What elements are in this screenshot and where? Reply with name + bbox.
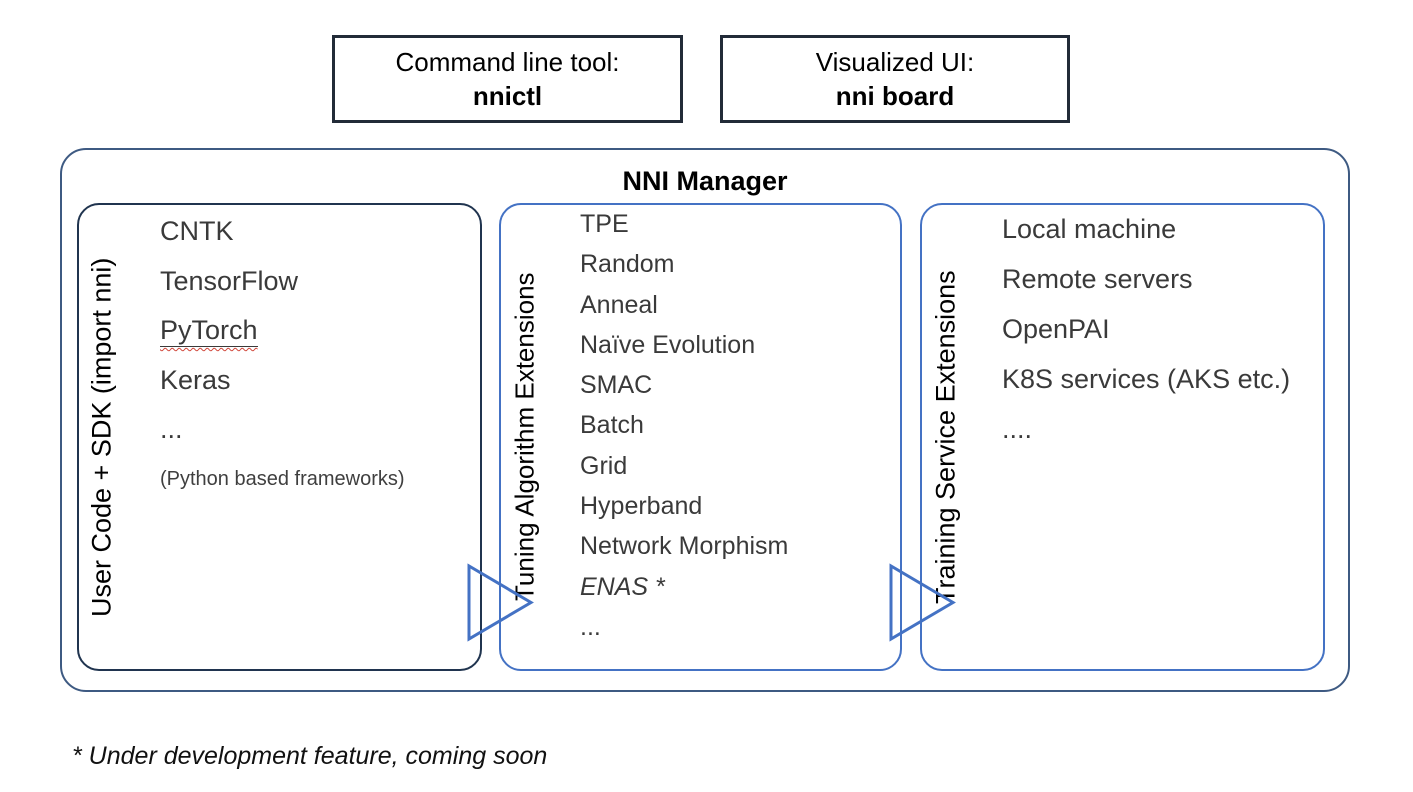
list-item: Anneal bbox=[580, 290, 658, 319]
list-item: OpenPAI bbox=[1002, 314, 1110, 344]
list-item: ... bbox=[580, 612, 601, 641]
user-code-column-box bbox=[77, 203, 482, 671]
list-item: Local machine bbox=[1002, 214, 1177, 244]
list-item: K8S services (AKS etc.) bbox=[1002, 364, 1291, 394]
list-item: CNTK bbox=[160, 216, 234, 246]
visualized-ui-box: Visualized UI: nni board bbox=[720, 35, 1070, 123]
list-item: Remote servers bbox=[1002, 264, 1193, 294]
list-item: Hyperband bbox=[580, 492, 703, 521]
training-service-column-box bbox=[920, 203, 1325, 671]
list-item: PyTorch bbox=[160, 315, 258, 348]
list-item: Grid bbox=[580, 451, 628, 480]
user-code-side-label: User Code + SDK (import nni) bbox=[86, 257, 117, 617]
list-item: Network Morphism bbox=[580, 532, 789, 561]
list-item: TPE bbox=[580, 210, 629, 238]
training-service-side-label: Training Service Extensions bbox=[930, 270, 961, 604]
command-line-tool-box: Command line tool: nnictl bbox=[332, 35, 683, 123]
footnote: * Under development feature, coming soon bbox=[72, 742, 548, 770]
nnictl-label: nnictl bbox=[472, 81, 543, 111]
list-item: Keras bbox=[160, 364, 231, 395]
list-item: Batch bbox=[580, 411, 644, 440]
list-item: ... bbox=[160, 414, 183, 445]
tuning-algorithm-side-label: Tuning Algorithm Extensions bbox=[509, 272, 540, 602]
tuning-algorithm-column-box bbox=[499, 203, 902, 671]
list-item: TensorFlow bbox=[160, 265, 299, 296]
nni-manager-title: NNI Manager bbox=[622, 166, 788, 196]
list-item: ENAS * bbox=[580, 572, 665, 601]
list-item: .... bbox=[1002, 414, 1033, 444]
list-item: Random bbox=[580, 250, 675, 279]
list-item: (Python based frameworks) bbox=[160, 467, 405, 490]
visualized-ui-label: Visualized UI: bbox=[815, 46, 975, 77]
list-item: Naïve Evolution bbox=[580, 330, 756, 359]
list-item: SMAC bbox=[580, 371, 653, 400]
nni-board-label: nni board bbox=[835, 81, 955, 111]
command-line-tool-label: Command line tool: bbox=[395, 46, 620, 77]
